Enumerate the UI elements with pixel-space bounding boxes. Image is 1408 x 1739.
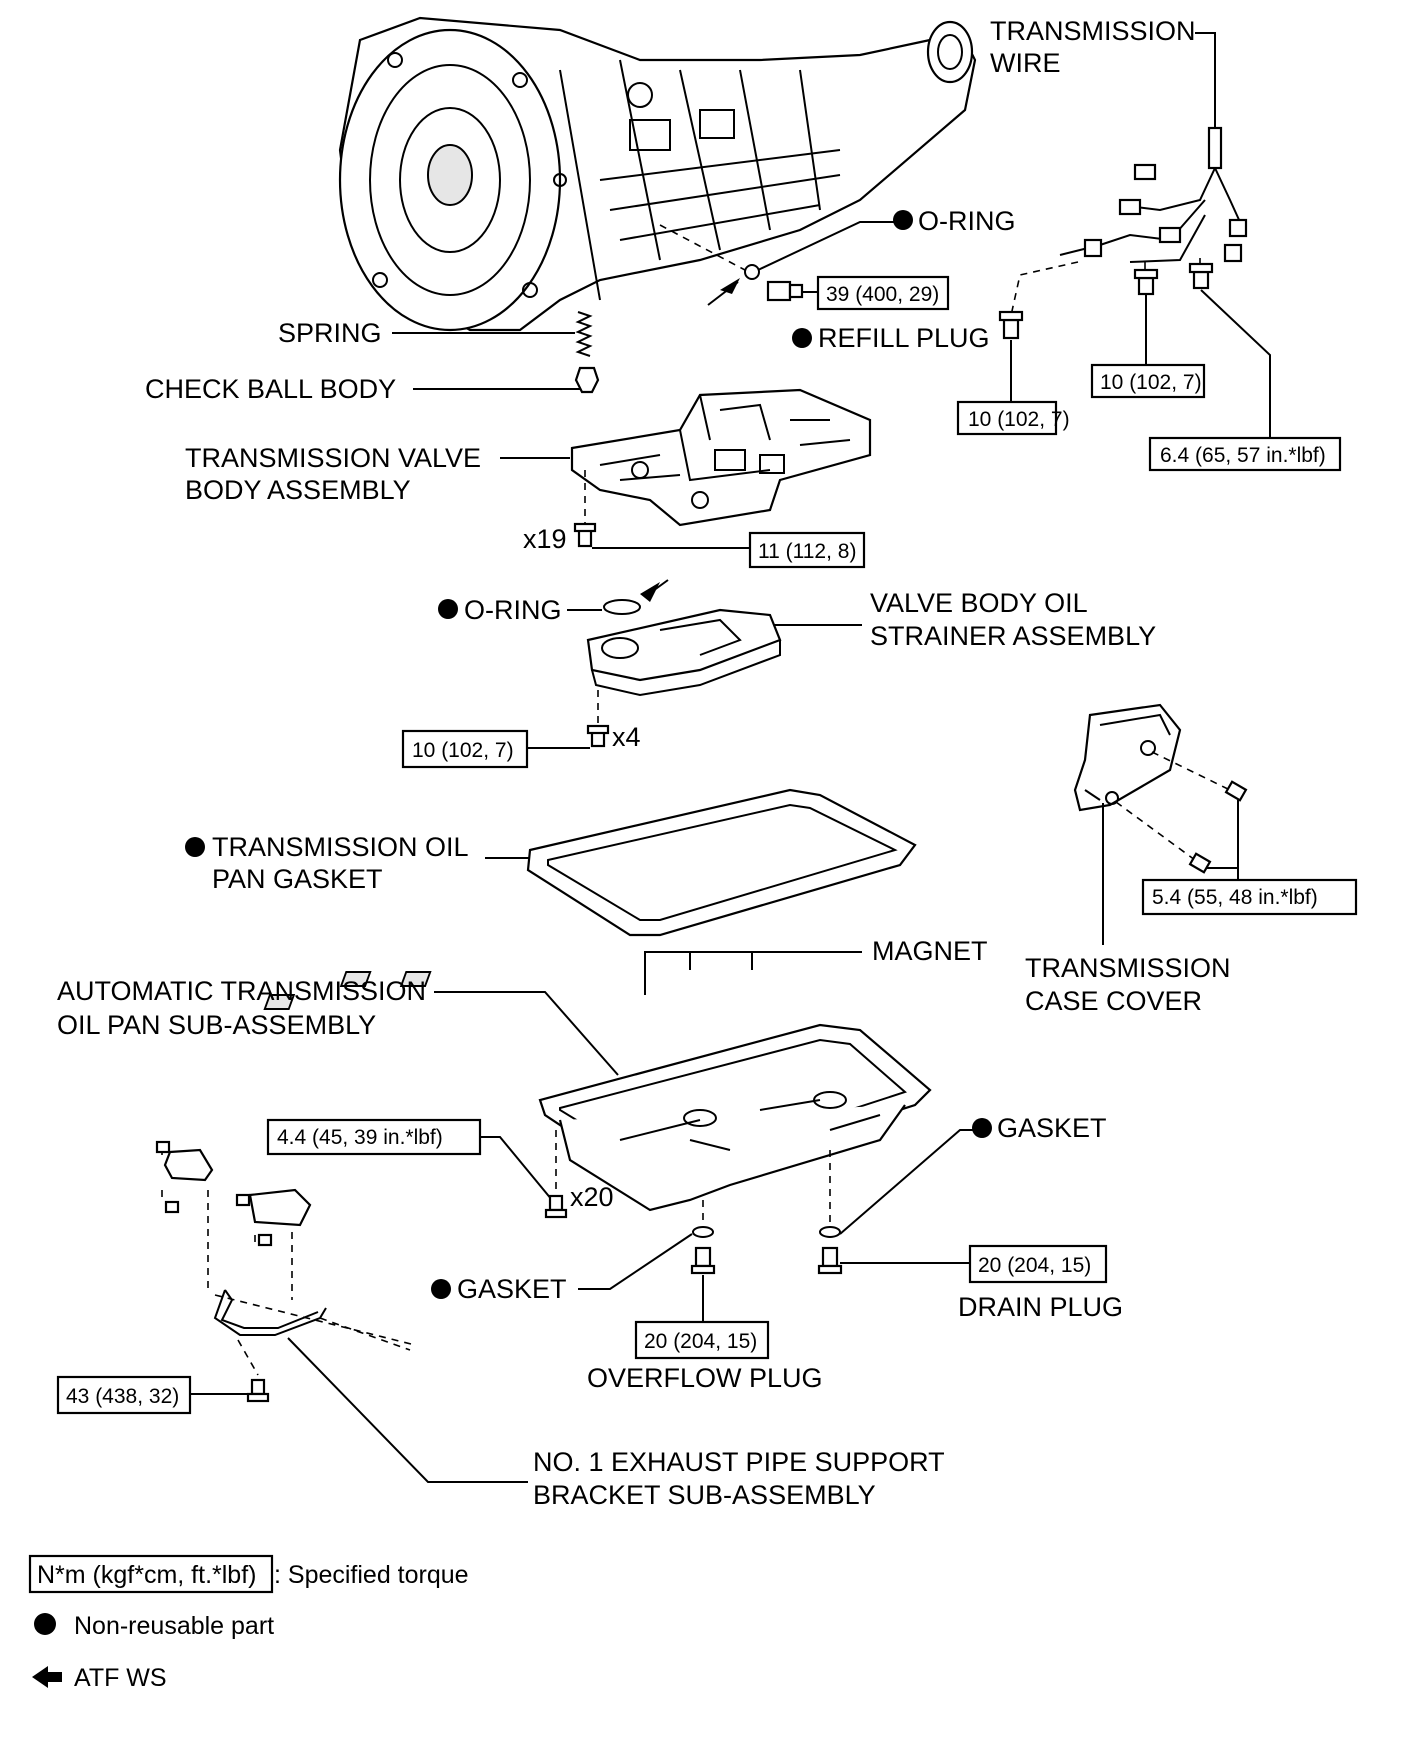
valve-body-label-2: BODY ASSEMBLY xyxy=(185,475,411,505)
legend-non-reusable: Non-reusable part xyxy=(74,1612,274,1640)
refill-plug-label: REFILL PLUG xyxy=(818,323,990,353)
non-reusable-dot-refill-plug xyxy=(792,328,812,348)
legend-atf: ATF WS xyxy=(74,1664,167,1692)
gasket-right-label: GASKET xyxy=(997,1113,1107,1143)
legend-atf-arrow-icon xyxy=(32,1666,62,1688)
torque-valve-body: 11 (112, 8) xyxy=(758,540,856,563)
o-ring-mid-label: O-RING xyxy=(464,595,562,625)
transmission-case-cover-drawing xyxy=(1073,703,1182,812)
torque-wire-b: 10 (102, 7) xyxy=(1100,371,1202,394)
refill-plug-icon xyxy=(766,280,804,302)
wire-bolt-c-icon xyxy=(1188,262,1214,290)
oil-pan-label-1: AUTOMATIC TRANSMISSION xyxy=(57,976,426,1006)
oil-strainer-drawing xyxy=(586,608,782,697)
oil-strainer-label-2: STRAINER ASSEMBLY xyxy=(870,621,1156,651)
oil-pan-bolt-icon xyxy=(544,1194,568,1219)
o-ring-top-icon xyxy=(744,264,760,280)
oil-strainer-label-1: VALVE BODY OIL xyxy=(870,588,1088,618)
non-reusable-dot-o-ring-mid xyxy=(438,599,458,619)
torque-oil-pan: 4.4 (45, 39 in.*lbf) xyxy=(277,1126,443,1149)
check-ball-body-label: CHECK BALL BODY xyxy=(145,374,396,404)
torque-wire-c: 6.4 (65, 57 in.*lbf) xyxy=(1160,444,1326,467)
case-cover-bolt-b-icon xyxy=(1188,852,1212,874)
non-reusable-dot-pan-gasket xyxy=(185,837,205,857)
magnet-label: MAGNET xyxy=(872,936,988,966)
magnet-icon-3 xyxy=(399,971,432,987)
valve-body-bolt-icon xyxy=(573,522,597,548)
non-reusable-dot-gasket-right xyxy=(972,1118,992,1138)
magnet-icon-2 xyxy=(339,971,372,987)
o-ring-top-label: O-RING xyxy=(918,206,1016,236)
bracket-nut-3-icon xyxy=(235,1193,251,1207)
case-cover-label-1: TRANSMISSION xyxy=(1025,953,1231,983)
wire-bolt-b-icon xyxy=(1133,268,1159,296)
valve-body-label-1: TRANSMISSION VALVE xyxy=(185,443,481,473)
torque-wire-a: 10 (102, 7) xyxy=(968,408,1070,431)
exhaust-bracket-drawing xyxy=(163,1148,327,1336)
overflow-gasket-icon xyxy=(692,1226,714,1238)
wire-bolt-a-icon xyxy=(998,310,1024,340)
drain-plug-icon xyxy=(817,1246,843,1275)
oil-pan-drawing xyxy=(538,1023,932,1212)
non-reusable-dot-o-ring-top xyxy=(893,210,913,230)
x20-label: x20 xyxy=(570,1182,614,1212)
legend-torque-unit: N*m (kgf*cm, ft.*lbf) xyxy=(37,1561,256,1589)
torque-drain-plug: 20 (204, 15) xyxy=(978,1254,1091,1277)
non-reusable-dot-gasket-left xyxy=(431,1279,451,1299)
drain-plug-label: DRAIN PLUG xyxy=(958,1292,1123,1322)
bracket-nut-2-icon xyxy=(164,1200,180,1214)
legend-torque-text: : Specified torque xyxy=(274,1561,469,1589)
magnet-icon-1 xyxy=(263,994,296,1010)
torque-overflow-plug: 20 (204, 15) xyxy=(644,1330,757,1353)
x19-label: x19 xyxy=(523,524,567,554)
bracket-bolt-icon xyxy=(246,1378,270,1403)
transmission-assembly-drawing xyxy=(338,16,977,332)
overflow-plug-label: OVERFLOW PLUG xyxy=(587,1363,823,1393)
transmission-wire-label-2: WIRE xyxy=(990,48,1061,78)
o-ring-mid-icon xyxy=(603,599,641,615)
case-cover-bolt-a-icon xyxy=(1224,780,1248,802)
oil-pan-gasket-drawing xyxy=(526,788,917,937)
legend: N*m (kgf*cm, ft.*lbf) : Specified torque… xyxy=(28,1554,469,1692)
transmission-wire-harness-drawing xyxy=(1059,126,1248,263)
torque-bracket: 43 (438, 32) xyxy=(66,1385,179,1408)
legend-non-reusable-dot-icon xyxy=(34,1613,56,1635)
exhaust-bracket-label-2: BRACKET SUB-ASSEMBLY xyxy=(533,1480,876,1510)
oil-pan-gasket-label-2: PAN GASKET xyxy=(212,864,383,894)
oil-pan-gasket-label-1: TRANSMISSION OIL xyxy=(212,832,469,862)
legend-torque-box xyxy=(28,1554,274,1594)
overflow-plug-icon xyxy=(690,1246,716,1275)
gasket-left-label: GASKET xyxy=(457,1274,567,1304)
atf-arrow-top-icon xyxy=(720,278,740,294)
spring-icon xyxy=(575,311,593,357)
exhaust-bracket-label-1: NO. 1 EXHAUST PIPE SUPPORT xyxy=(533,1447,945,1477)
bracket-nut-1-icon xyxy=(155,1140,171,1154)
torque-refill-plug: 39 (400, 29) xyxy=(826,283,939,306)
case-cover-label-2: CASE COVER xyxy=(1025,986,1202,1016)
valve-body-assembly-drawing xyxy=(570,388,872,527)
spring-label: SPRING xyxy=(278,318,382,348)
transmission-wire-label-1: TRANSMISSION xyxy=(990,16,1196,46)
torque-strainer: 10 (102, 7) xyxy=(412,739,514,762)
strainer-bolt-icon xyxy=(586,724,610,748)
drain-gasket-icon xyxy=(819,1226,841,1238)
oil-pan-label-2: OIL PAN SUB-ASSEMBLY xyxy=(57,1010,376,1040)
bracket-nut-4-icon xyxy=(257,1233,273,1247)
torque-case-cover: 5.4 (55, 48 in.*lbf) xyxy=(1152,886,1318,909)
check-ball-body-icon xyxy=(574,366,600,394)
x4-label: x4 xyxy=(612,722,641,752)
